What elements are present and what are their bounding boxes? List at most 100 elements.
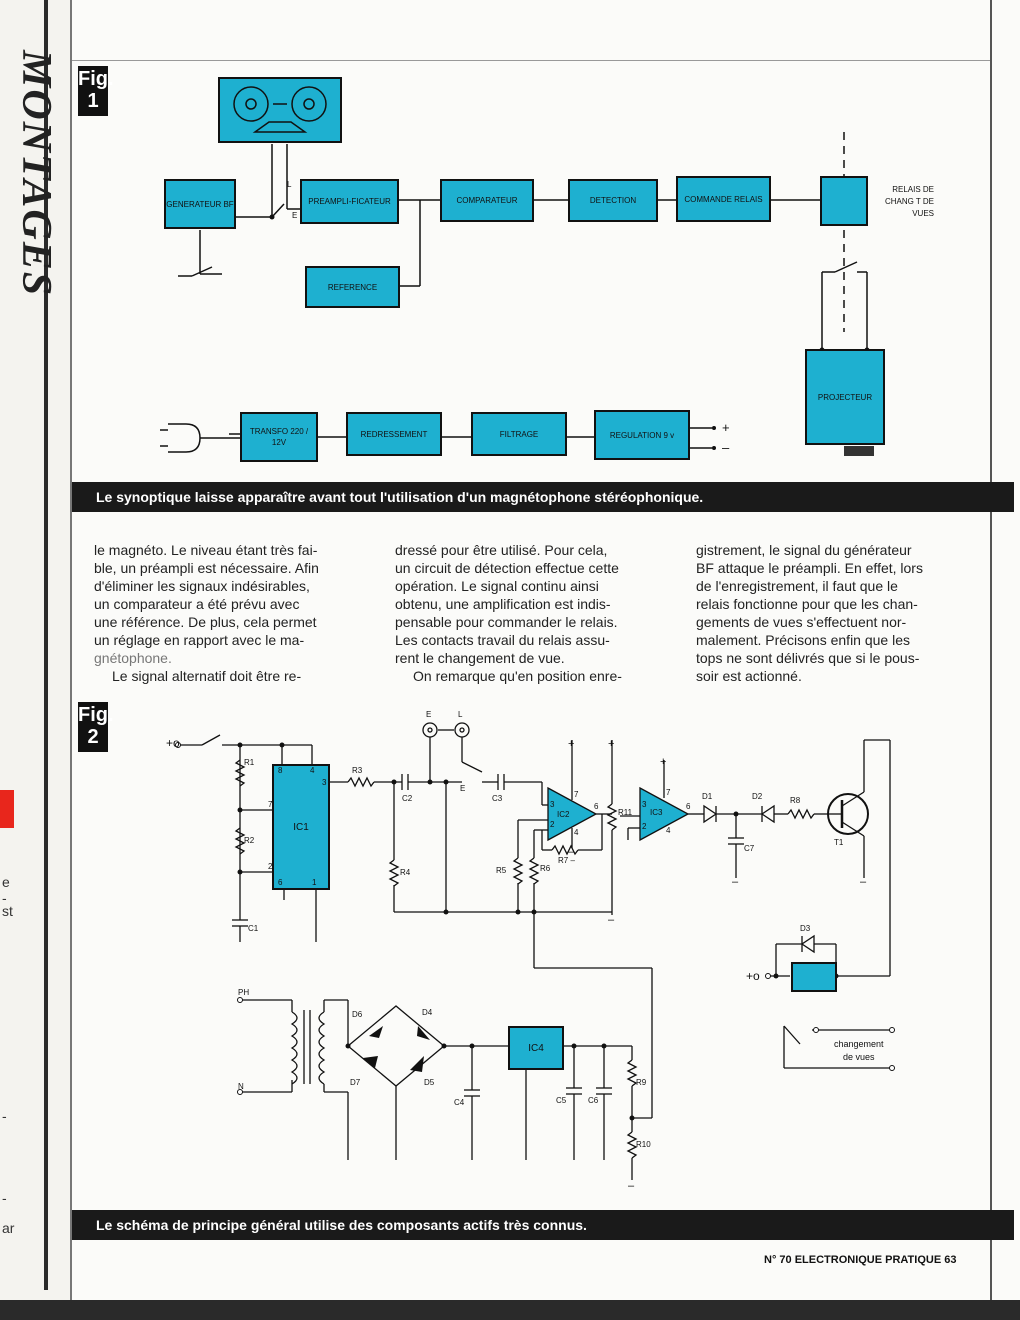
- supply-minus-t1: –: [860, 876, 867, 888]
- text-line: le magnéto. Le niveau étant très fai-: [94, 542, 318, 558]
- text-line: opération. Le signal continu ainsi: [395, 578, 599, 594]
- label-r7: R7 –: [558, 856, 575, 865]
- text-line: rent le changement de vue.: [395, 650, 565, 666]
- block-commande-relais: COMMANDE RELAIS: [676, 176, 771, 222]
- spine-rule-inner: [70, 0, 72, 1300]
- block-relais: [820, 176, 868, 226]
- fig1-wiring: [160, 132, 874, 456]
- supply-plus: +: [722, 420, 730, 435]
- text-line: un réglage en rapport avec le ma-: [94, 632, 305, 648]
- text-line: gistrement, le signal du générateur: [696, 542, 912, 558]
- label-changement-vues: changement de vues: [834, 1039, 884, 1062]
- fig2-caption: Le schéma de principe général utilise de…: [72, 1210, 1014, 1240]
- pin-6: 6: [278, 878, 283, 887]
- label-ic3: IC3: [650, 808, 663, 817]
- left-margin: [0, 0, 70, 1300]
- tape-reel-icon: [233, 86, 327, 133]
- label-ph: PH: [238, 988, 250, 997]
- ic2-pin-2: 2: [550, 820, 555, 829]
- switch-label-l: L: [287, 180, 292, 189]
- label-r1: R1: [244, 758, 255, 767]
- ic3-pin-6: 6: [686, 802, 691, 811]
- block-redressement: REDRESSEMENT: [346, 412, 442, 456]
- cut-text-fragment: e: [2, 874, 10, 890]
- text-line: Les contacts travail du relais assu-: [395, 632, 610, 648]
- tape-recorder: [218, 77, 342, 143]
- text-line: gements de vues s'effectuent nor-: [696, 614, 907, 630]
- ic3-pin-7: 7: [666, 788, 671, 797]
- block-regulation: REGULATION 9 v: [594, 410, 690, 460]
- text-line: relais fonctionne pour que les chan-: [696, 596, 918, 612]
- pin-4: 4: [310, 766, 315, 775]
- fig2-label: Fig. 2: [78, 702, 114, 752]
- spine-rule: [44, 0, 48, 1290]
- page-footer: N° 70 ELECTRONIQUE PRATIQUE 63: [764, 1254, 957, 1266]
- text-line: un circuit de détection effectue cette: [395, 560, 619, 576]
- block-transfo: TRANSFO 220 / 12V: [240, 412, 318, 462]
- section-title-vertical: MONTAGES: [13, 50, 59, 298]
- ic4: IC4: [508, 1026, 564, 1070]
- fig1-label: Fig. 1: [78, 66, 114, 116]
- label-c7: C7: [744, 844, 755, 853]
- ic2-pin-3: 3: [550, 800, 555, 809]
- label-c6: C6: [588, 1096, 599, 1105]
- block-detection: DETECTION: [568, 179, 658, 222]
- text-line: une référence. De plus, cela permet: [94, 614, 317, 630]
- block-preamplificateur: PREAMPLI-FICATEUR: [300, 179, 399, 224]
- cut-text-fragment: -: [2, 1190, 7, 1206]
- pin-8: 8: [278, 766, 283, 775]
- relay-coil: [791, 962, 837, 992]
- fig2-schematic: IC1 IC4 R1 R2 C1 R3 C2 C3 R4 R5 R6 IC2 R…: [72, 700, 990, 1205]
- text-line: soir est actionné.: [696, 668, 802, 684]
- label-c2: C2: [402, 794, 413, 803]
- supply-plus-relay: +o: [746, 969, 760, 983]
- frame-right-rule: [990, 0, 992, 1300]
- label-r11: R11: [618, 808, 633, 817]
- pin-3: 3: [322, 778, 327, 787]
- label-r3: R3: [352, 766, 363, 775]
- ic3-pin-3: 3: [642, 800, 647, 809]
- supply-minus-r11: –: [608, 914, 615, 926]
- label-ic2: IC2: [557, 810, 570, 819]
- ic2-pin-7: 7: [574, 790, 579, 799]
- ic3-pin-4: 4: [666, 826, 671, 835]
- pin-1: 1: [312, 878, 317, 887]
- label-c4: C4: [454, 1098, 465, 1107]
- text-line: On remarque qu'en position enre-: [413, 668, 622, 684]
- cut-text-fragment: st: [2, 903, 13, 919]
- supply-plus-r11: +: [608, 738, 615, 750]
- label-d4: D4: [422, 1008, 433, 1017]
- label-d6: D6: [352, 1010, 363, 1019]
- label-r10: R10: [636, 1140, 651, 1149]
- supply-plus-ic2: +: [568, 738, 575, 750]
- text-line: ble, un préampli est nécessaire. Afin: [94, 560, 319, 576]
- ic2-pin-6: 6: [594, 802, 599, 811]
- pin-7: 7: [268, 800, 273, 809]
- label-d1: D1: [702, 792, 713, 801]
- ic1: IC1: [272, 764, 330, 890]
- text-column-2: dressé pour être utilisé. Pour cela, un …: [395, 541, 675, 685]
- block-comparateur: COMPARATEUR: [440, 179, 534, 222]
- block-projecteur: PROJECTEUR: [805, 349, 885, 445]
- red-section-tab: [0, 790, 14, 828]
- cut-text-fragment: -: [2, 1108, 7, 1124]
- text-line: tops ne sont délivrés que si le pous-: [696, 650, 920, 666]
- fig1-caption: Le synoptique laisse apparaître avant to…: [72, 482, 1014, 512]
- cut-text-fragment: ar: [2, 1220, 15, 1236]
- label-r9: R9: [636, 1078, 647, 1087]
- text-line: un comparateur a été prévu avec: [94, 596, 300, 612]
- text-line: gnétophone.: [94, 650, 172, 666]
- label-r8: R8: [790, 796, 801, 805]
- text-line: dressé pour être utilisé. Pour cela,: [395, 542, 608, 558]
- cut-text-fragment: -: [2, 890, 7, 906]
- label-jack-l: L: [458, 710, 463, 719]
- label-r2: R2: [244, 836, 255, 845]
- ic3-pin-2: 2: [642, 822, 647, 831]
- frame-top-rule: [72, 60, 990, 61]
- supply-plus-ic3: +: [660, 756, 667, 768]
- block-filtrage: FILTRAGE: [471, 412, 567, 456]
- label-d3: D3: [800, 924, 811, 933]
- text-line: de l'enregistrement, il faut que le: [696, 578, 898, 594]
- label-n: N: [238, 1082, 244, 1091]
- label-r5: R5: [496, 866, 507, 875]
